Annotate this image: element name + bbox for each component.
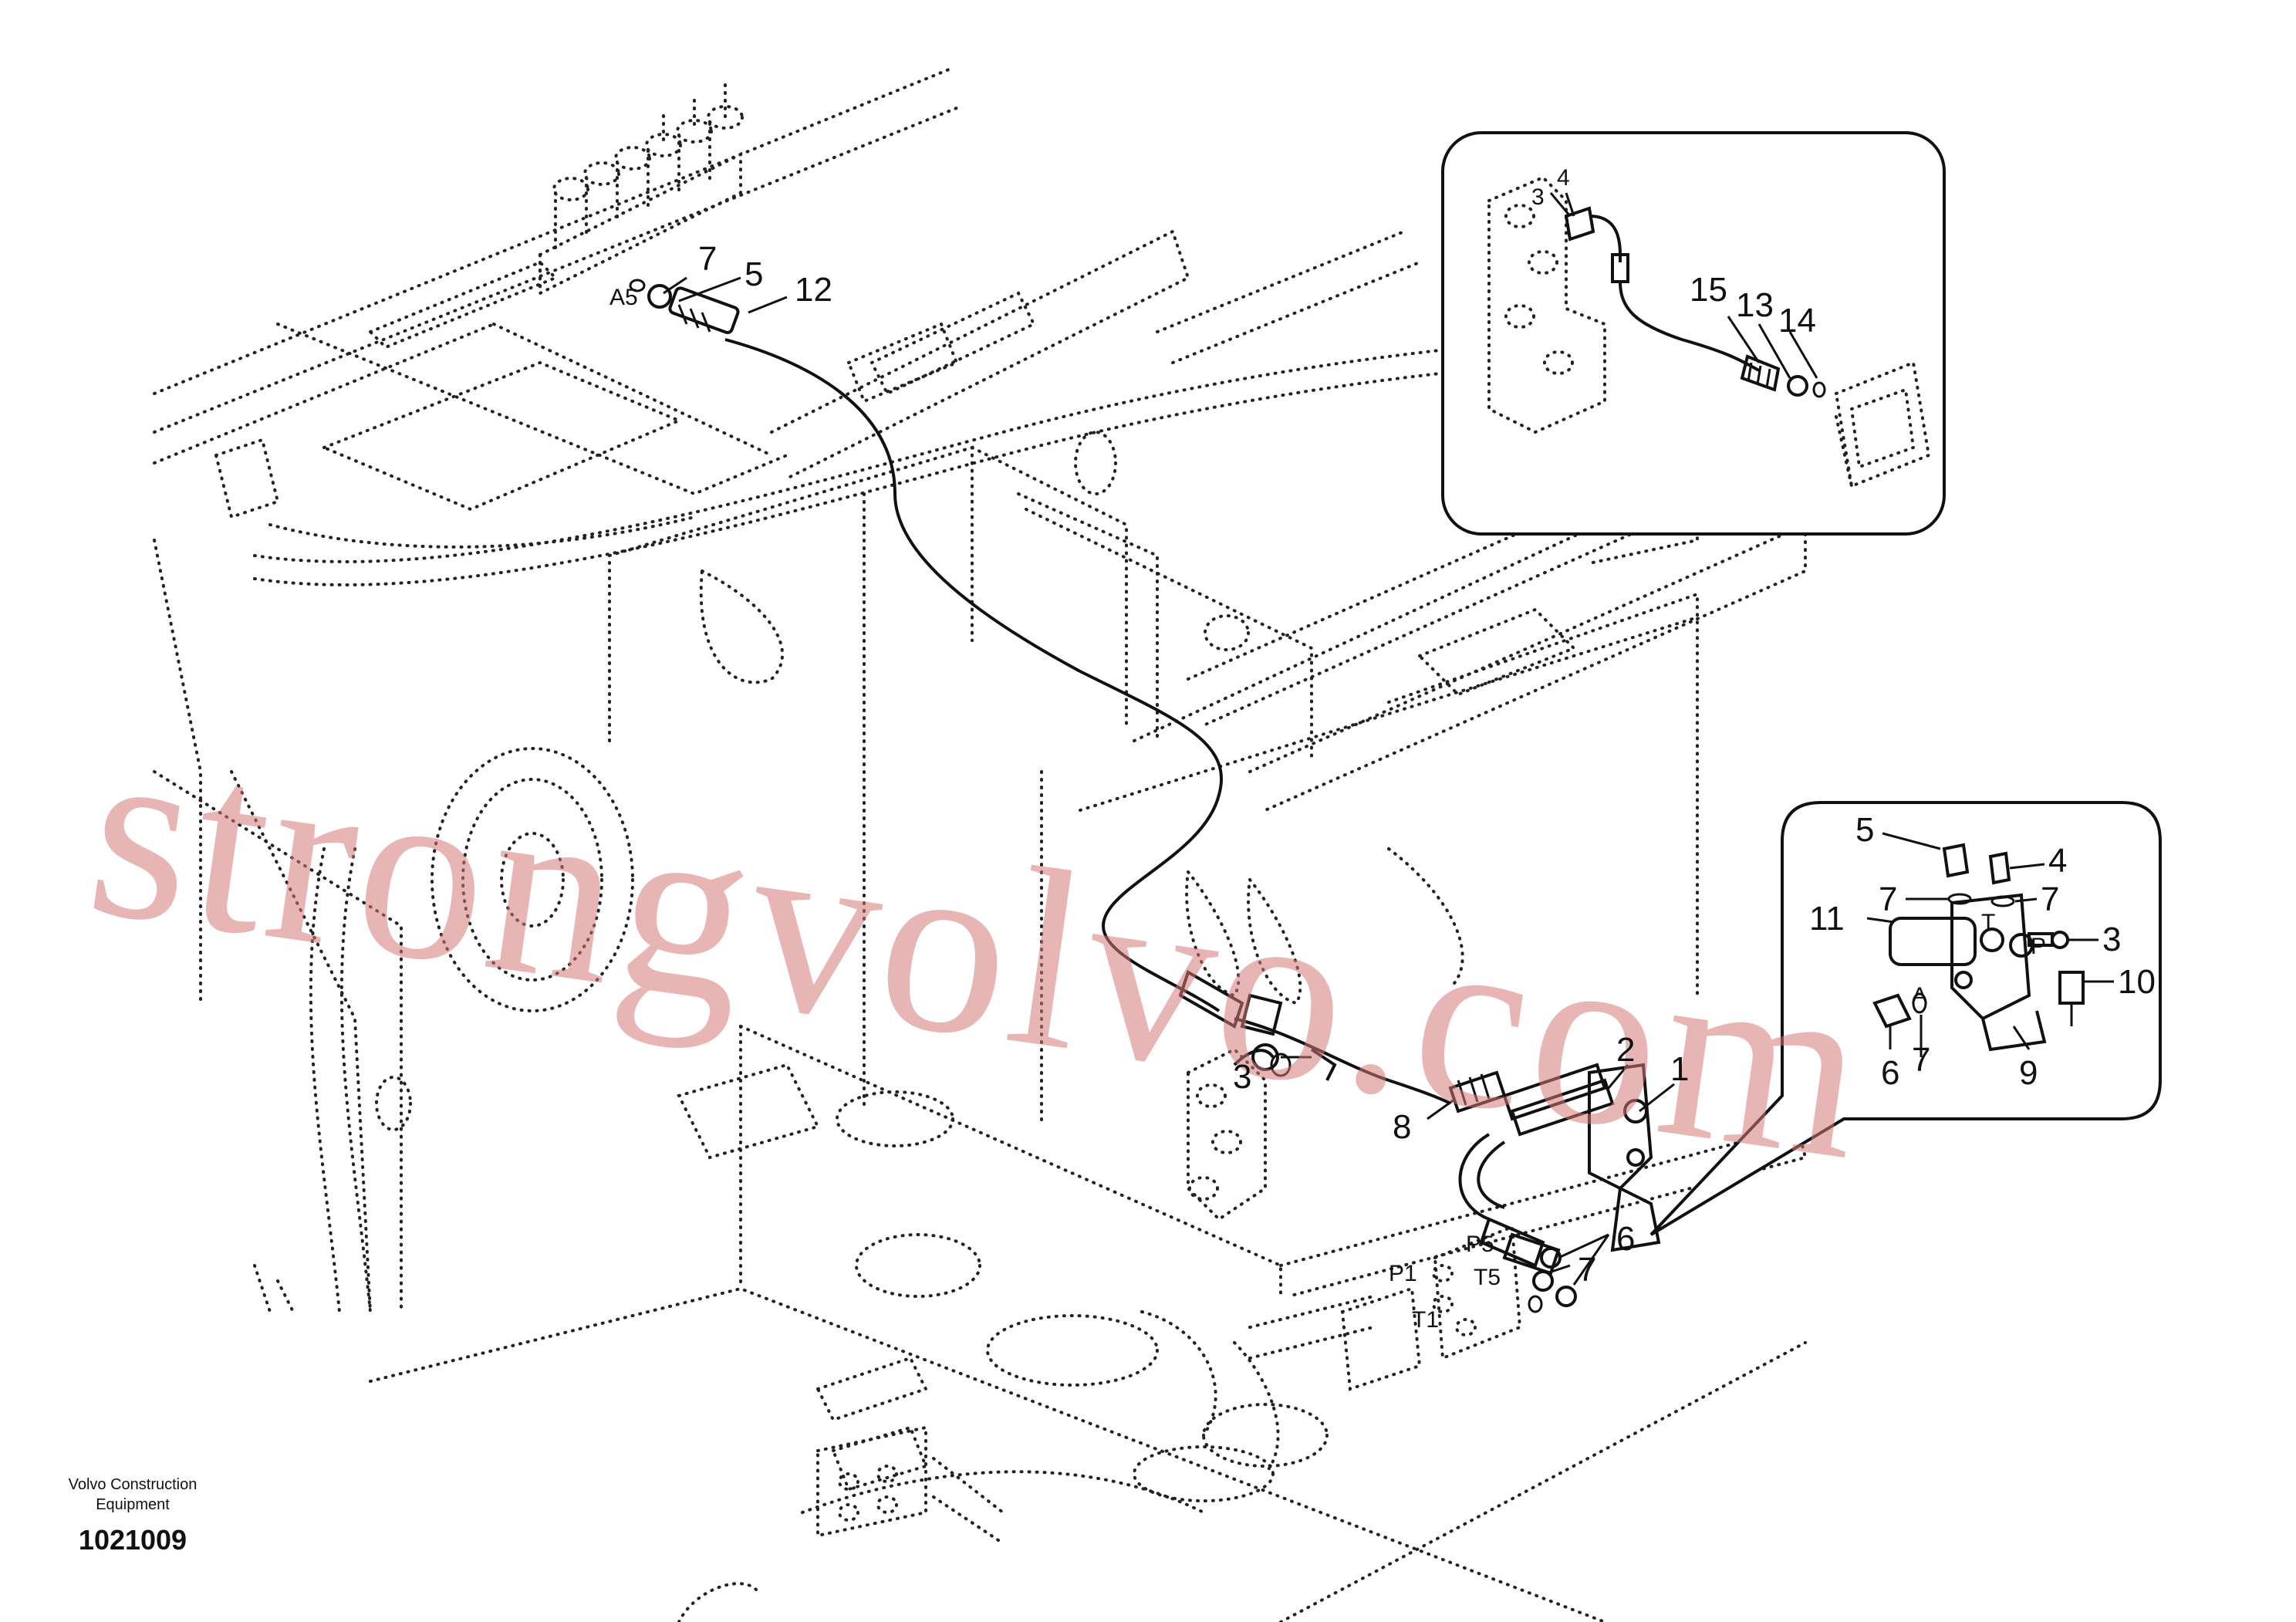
callout-12: 12 bbox=[795, 271, 832, 309]
callout-7: 7 bbox=[698, 240, 717, 278]
detail-top-callout-13: 13 bbox=[1736, 286, 1774, 324]
callout-5: 5 bbox=[745, 255, 763, 293]
publisher-line-1: Volvo Construction bbox=[69, 1476, 198, 1493]
hose-12 bbox=[629, 279, 1451, 1105]
callout-7-lower: 7 bbox=[1578, 1251, 1596, 1289]
watermark: strongvolvo.com bbox=[75, 686, 1885, 1214]
detail-top-callout-4: 4 bbox=[1557, 165, 1570, 191]
port-label-p5: P5 bbox=[1466, 1232, 1494, 1257]
detail-right-callout-10: 10 bbox=[2118, 963, 2156, 1001]
detail-right-callout-7-right: 7 bbox=[2041, 880, 2059, 918]
detail-right-callout-5: 5 bbox=[1855, 811, 1874, 849]
port-label-p1: P1 bbox=[1389, 1261, 1417, 1286]
detail-right-callout-7-bottom: 7 bbox=[1912, 1041, 1930, 1079]
control-valve-block bbox=[1248, 1225, 1522, 1391]
detail-right-callout-7-left: 7 bbox=[1879, 880, 1897, 918]
detail-right-callout-4: 4 bbox=[2048, 842, 2067, 880]
left-side-structure bbox=[153, 539, 634, 1313]
detail-top-callout-3: 3 bbox=[1531, 184, 1545, 210]
port-label-a5: A5 bbox=[609, 285, 638, 310]
hose-bundle-upper bbox=[253, 330, 1699, 586]
upper-frame bbox=[153, 68, 1421, 519]
publisher-line-2: Equipment bbox=[96, 1496, 170, 1513]
callout-3: 3 bbox=[1233, 1058, 1251, 1096]
detail-right-callout-3: 3 bbox=[2102, 921, 2121, 958]
drawing-number: 1021009 bbox=[79, 1524, 187, 1556]
detail-right-callouts: 5 4 7 7 11 3 10 6 7 9 T P A bbox=[1809, 811, 2156, 1092]
port-label-t5: T5 bbox=[1474, 1265, 1501, 1290]
port-labels: A5 P5 T5 P1 T1 bbox=[609, 285, 1501, 1333]
detail-top-callouts: 3 4 15 13 14 bbox=[1531, 165, 1816, 340]
detail-right-callout-11: 11 bbox=[1809, 900, 1845, 938]
callout-8: 8 bbox=[1393, 1108, 1411, 1146]
detail-right-callout-9: 9 bbox=[2019, 1054, 2038, 1092]
shuttle-valve-3 bbox=[1187, 1047, 1337, 1222]
detail-right-port-a: A bbox=[1912, 983, 1927, 1009]
port-label-t1: T1 bbox=[1412, 1307, 1439, 1333]
lower-base-plate bbox=[369, 1025, 1808, 1622]
detail-top-callout-14: 14 bbox=[1778, 302, 1816, 340]
detail-right-callout-6: 6 bbox=[1881, 1054, 1899, 1092]
detail-right-port-p: P bbox=[2031, 934, 2046, 959]
main-callouts: 7 5 12 2 1 8 3 6 7 bbox=[698, 240, 1689, 1289]
footer: Volvo Construction Equipment 1021009 bbox=[69, 1476, 198, 1556]
manifold-block-lower bbox=[816, 1425, 1004, 1545]
detail-box-top bbox=[1441, 131, 1946, 536]
callout-6: 6 bbox=[1616, 1220, 1635, 1258]
detail-right-port-t: T bbox=[1981, 910, 1995, 935]
valve-bank bbox=[539, 83, 744, 296]
detail-box-right bbox=[1649, 801, 2162, 1236]
detail-top-callout-15: 15 bbox=[1690, 271, 1727, 309]
callout-1: 1 bbox=[1670, 1050, 1689, 1088]
leader-lines bbox=[663, 192, 2114, 1286]
callout-2: 2 bbox=[1616, 1031, 1635, 1069]
